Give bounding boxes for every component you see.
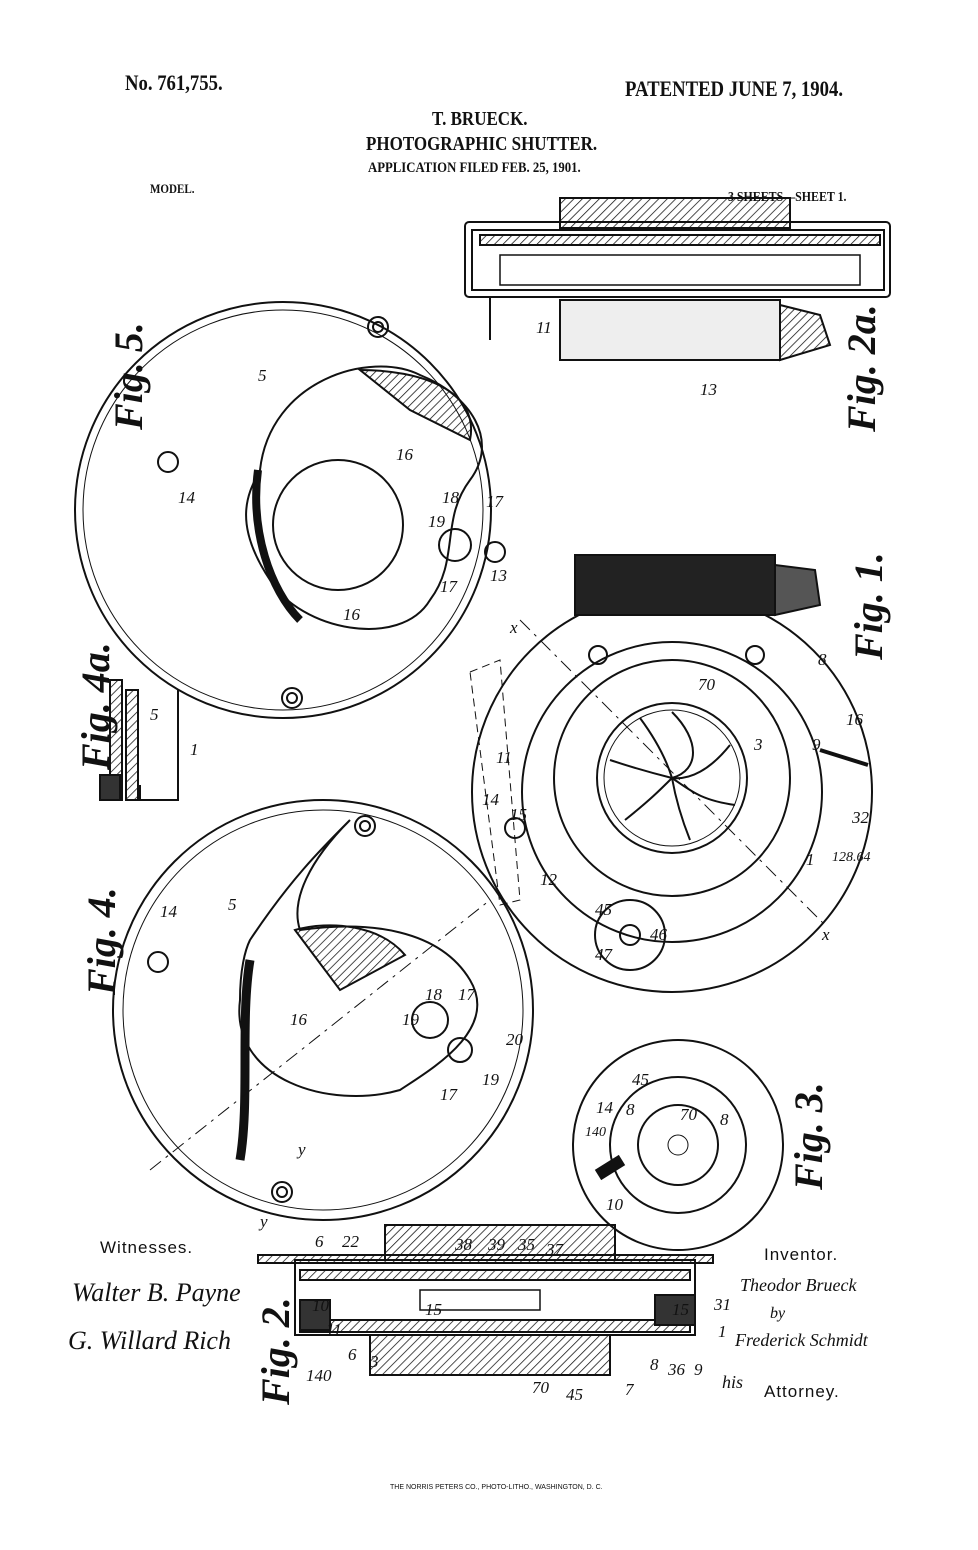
ref-numeral: 18 — [425, 985, 442, 1004]
inventor-name: T. BRUECK. — [432, 108, 528, 130]
fig-1-label: Fig. 1. — [846, 552, 891, 660]
ref-numeral: 17 — [458, 985, 475, 1004]
ref-numeral: 16 — [343, 605, 360, 624]
ref-numeral: 20 — [506, 1030, 523, 1049]
ref-numeral: 6 — [315, 1232, 324, 1251]
ref-numeral: 9 — [812, 735, 821, 754]
patent-date: PATENTED JUNE 7, 1904. — [625, 76, 844, 101]
ref-numeral: 15 — [425, 1300, 442, 1319]
fig-3-drawing — [572, 1039, 784, 1251]
ref-numeral: 8 — [818, 650, 827, 669]
ref-numeral: 19 — [482, 1070, 499, 1089]
ref-numeral: 11 — [496, 748, 512, 767]
footer-credit: THE NORRIS PETERS CO., PHOTO-LITHO., WAS… — [390, 1484, 603, 1491]
by-text: by — [770, 1305, 786, 1322]
ref-numeral: 16 — [846, 710, 863, 729]
ref-numeral: 5 — [228, 895, 237, 914]
fig-2-label: Fig. 2. — [253, 1297, 298, 1405]
witness-2-signature: G. Willard Rich — [68, 1326, 231, 1355]
ref-numeral: 32 — [852, 808, 869, 827]
ref-numeral: 38 — [455, 1235, 472, 1254]
inventor-label: Inventor. — [764, 1245, 839, 1264]
ref-numeral: 14 — [482, 790, 499, 809]
application-date: APPLICATION FILED FEB. 25, 1901. — [368, 160, 581, 176]
fig-5-drawing — [74, 301, 506, 719]
ref-numeral: 16 — [290, 1010, 307, 1029]
ref-numeral: 14 — [160, 902, 177, 921]
ref-numeral: 1 — [718, 1322, 727, 1341]
fig-3-label: Fig. 3. — [786, 1082, 831, 1190]
fig-4-drawing — [112, 799, 534, 1221]
ref-numeral: 70 — [698, 675, 715, 694]
ref-numeral: x — [822, 925, 830, 944]
ref-numeral: 70 — [680, 1105, 697, 1124]
ref-numeral: 45 — [566, 1385, 583, 1404]
fig-4-label: Fig. 4. — [79, 887, 124, 995]
his-text: his — [722, 1372, 744, 1392]
ref-numeral: 13 — [490, 566, 507, 585]
ref-numeral: 10 — [606, 1195, 623, 1214]
ref-numeral: y — [260, 1212, 268, 1231]
ref-numeral: 7 — [625, 1380, 634, 1399]
ref-numeral: 8 — [626, 1100, 635, 1119]
ref-numeral: 15 — [510, 805, 527, 824]
fig-5-label: Fig. 5. — [106, 322, 151, 430]
ref-numeral: 19 — [402, 1010, 419, 1029]
fig-2-drawing — [257, 1224, 714, 1376]
ref-numeral: 13 — [700, 380, 717, 399]
ref-numeral: 6 — [348, 1345, 357, 1364]
patent-title: PHOTOGRAPHIC SHUTTER. — [366, 133, 598, 155]
witness-1-signature: Walter B. Payne — [72, 1278, 241, 1307]
ref-numeral: 17 — [440, 577, 457, 596]
fig-4a-label: Fig. 4a. — [73, 642, 118, 770]
ref-numeral: 47 — [595, 945, 612, 964]
ref-numeral: 39 — [488, 1235, 505, 1254]
ref-numeral: 12 — [540, 870, 557, 889]
ref-numeral: 17 — [486, 492, 503, 511]
ref-numeral: 22 — [342, 1232, 359, 1251]
ref-numeral: 31 — [714, 1295, 731, 1314]
ref-numeral: 19 — [428, 512, 445, 531]
fig-2a-label: Fig. 2a. — [839, 304, 884, 432]
inventor-signature: Theodor Brueck — [740, 1275, 857, 1295]
ref-numeral: 8 — [720, 1110, 729, 1129]
ref-numeral: 37 — [546, 1240, 563, 1259]
ref-numeral: 17 — [440, 1085, 457, 1104]
ref-numeral: 18 — [442, 488, 459, 507]
ref-numeral: 1 — [806, 850, 815, 869]
fig-1-drawing — [469, 554, 873, 993]
ref-numeral: 36 — [668, 1360, 685, 1379]
ref-numeral: 140 — [585, 1125, 606, 1140]
ref-numeral: 5 — [258, 366, 267, 385]
ref-numeral: 16 — [396, 445, 413, 464]
ref-numeral: 11 — [536, 318, 552, 337]
ref-numeral: 14 — [178, 488, 195, 507]
ref-numeral: 5 — [150, 705, 159, 724]
ref-numeral: 128.64 — [832, 850, 871, 865]
ref-numeral: 140 — [306, 1366, 332, 1385]
ref-numeral: 3 — [754, 735, 763, 754]
ref-numeral: 45 — [632, 1070, 649, 1089]
ref-numeral: 3 — [370, 1352, 379, 1371]
ref-numeral: 8 — [650, 1355, 659, 1374]
ref-numeral: y — [298, 1140, 306, 1159]
ref-numeral: x — [510, 618, 518, 637]
ref-numeral: 45 — [595, 900, 612, 919]
ref-numeral: 14 — [596, 1098, 613, 1117]
ref-numeral: 10 — [312, 1296, 329, 1315]
fig-4a-drawing — [99, 679, 179, 801]
ref-numeral: 9 — [694, 1360, 703, 1379]
attorney-signature: Frederick Schmidt — [735, 1330, 868, 1350]
ref-numeral: 46 — [650, 925, 667, 944]
model-label: MODEL. — [150, 181, 195, 196]
ref-numeral: 11 — [326, 1320, 342, 1339]
ref-numeral: 35 — [518, 1235, 535, 1254]
witnesses-label: Witnesses. — [100, 1238, 194, 1257]
ref-numeral: 15 — [672, 1300, 689, 1319]
fig-2a-drawing — [464, 197, 891, 362]
ref-numeral: 1 — [190, 740, 199, 759]
attorney-label: Attorney. — [764, 1382, 840, 1401]
patent-number: No. 761,755. — [125, 70, 223, 95]
ref-numeral: 70 — [532, 1378, 549, 1397]
